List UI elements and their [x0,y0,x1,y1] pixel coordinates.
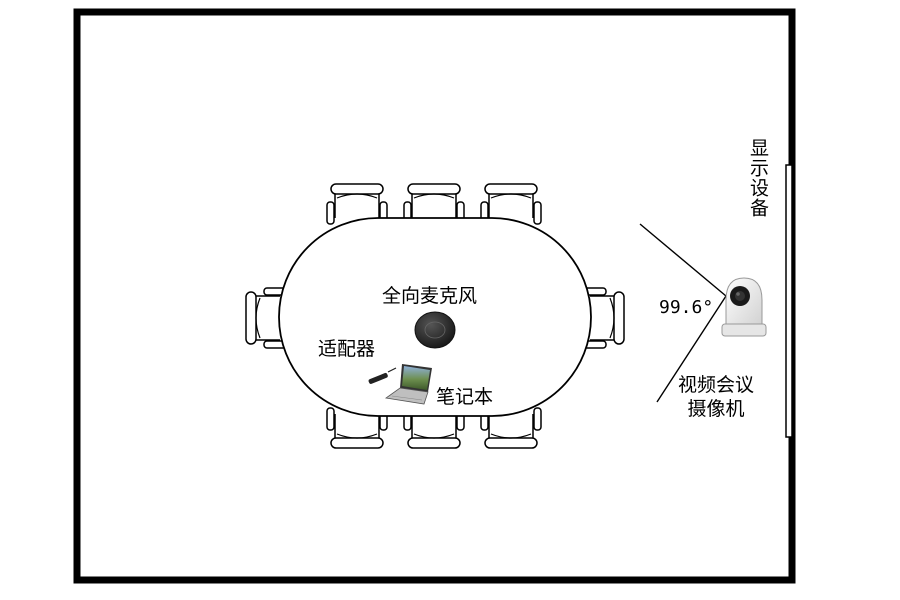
camera-label: 视频会议 摄像机 [678,374,754,422]
camera-label-line2: 摄像机 [687,397,745,420]
laptop-icon [384,364,432,405]
adapter-label: 适配器 [318,338,376,360]
microphone-label: 全向麦克风 [382,285,478,307]
microphone-icon [414,311,456,349]
display-icon [785,164,793,438]
camera-label-line1: 视频会议 [678,374,755,396]
laptop-label: 笔记本 [436,386,494,408]
camera-icon [721,277,767,337]
adapter-icon [368,367,397,384]
view-angle-label: 99.6° [659,297,714,318]
camera-view-angle [639,223,727,403]
display-device-label: 显示设备 [747,138,769,218]
